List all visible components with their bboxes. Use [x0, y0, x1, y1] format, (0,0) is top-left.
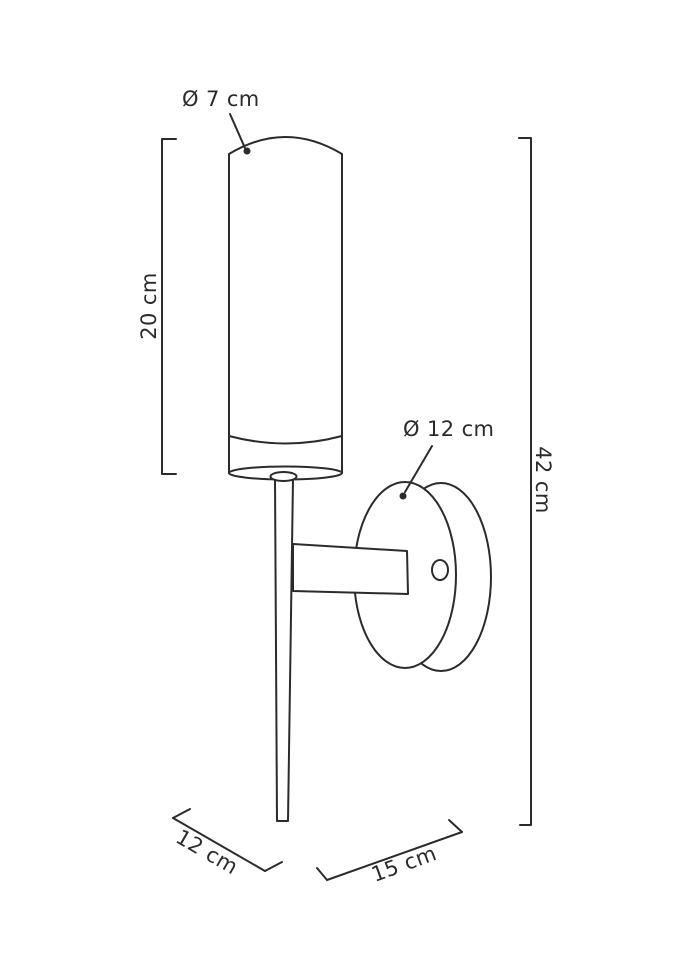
leader-plate-diameter	[399, 445, 433, 500]
stem	[274, 478, 294, 822]
shade-outline	[228, 136, 343, 474]
label-total-height: 42 cm	[531, 446, 555, 514]
depth-right-line	[326, 831, 463, 881]
lamp-shade	[228, 136, 343, 481]
depth-right-tick-start	[316, 867, 328, 881]
leader-dot-plate-diameter	[399, 492, 407, 500]
leader-line-shade-diameter	[229, 113, 246, 149]
depth-left-tick-start	[172, 808, 191, 819]
dimension-bracket-total-height	[518, 137, 532, 826]
screw-hole-icon	[431, 559, 449, 581]
depth-left-line	[172, 817, 266, 872]
dimension-line-depth-left	[172, 808, 283, 872]
dimension-bracket-shade-height	[161, 138, 177, 475]
label-plate-diameter: Ø 12 cm	[403, 417, 495, 441]
label-shade-height: 20 cm	[137, 272, 161, 340]
shade-band-line	[228, 435, 343, 445]
label-shade-diameter: Ø 7 cm	[182, 87, 260, 111]
mount-arm	[292, 543, 409, 595]
leader-dot-shade-diameter	[243, 147, 251, 155]
depth-right-tick-end	[448, 819, 463, 833]
stem-collar	[269, 471, 298, 482]
leader-line-plate-diameter	[404, 445, 433, 493]
leader-shade-diameter	[229, 113, 251, 155]
depth-left-tick-end	[264, 861, 283, 872]
dimension-line-depth-right	[316, 819, 463, 881]
